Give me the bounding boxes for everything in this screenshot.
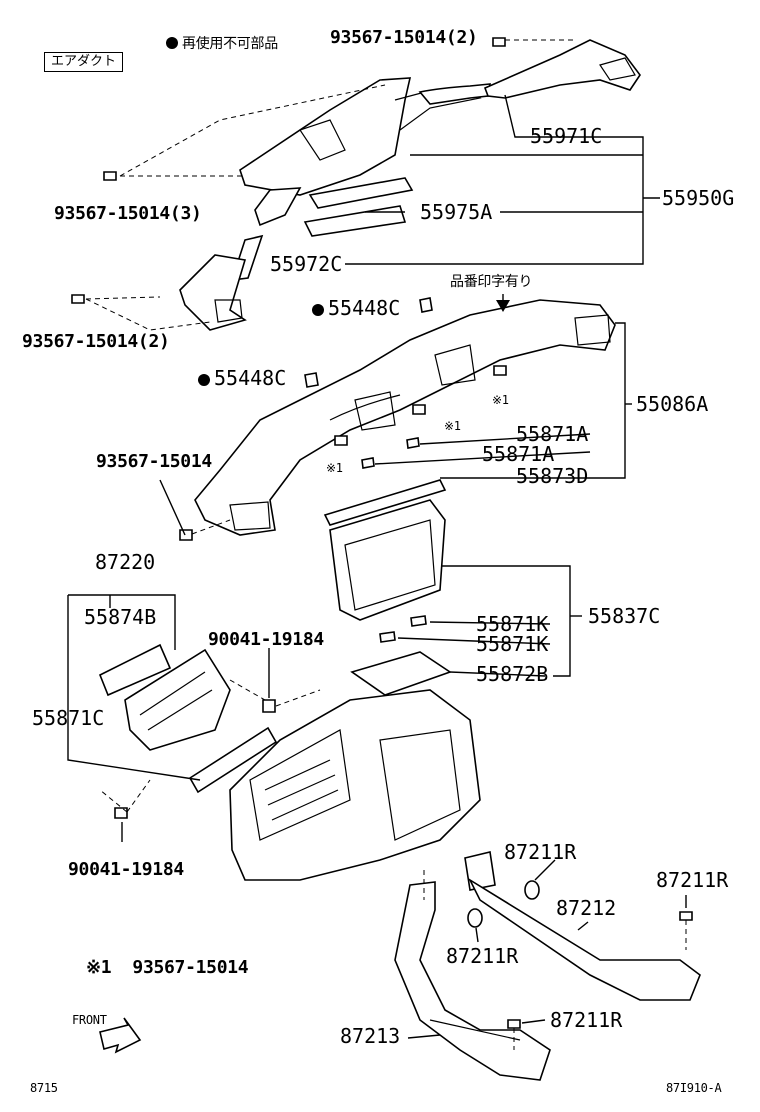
part-87213[interactable]: 87213: [340, 1024, 401, 1048]
part-87211R-a[interactable]: 87211R: [504, 840, 577, 864]
part-90041-19184-a[interactable]: 90041-19184: [208, 629, 324, 650]
part-55872B[interactable]: 55872B: [476, 662, 549, 686]
part-93567-15014-2-top[interactable]: 93567-15014(2): [330, 27, 478, 48]
note-x1-b: ※1: [444, 419, 461, 433]
part-55873D[interactable]: 55873D: [516, 464, 589, 488]
front-arrow-icon: [99, 1017, 142, 1054]
part-55971C[interactable]: 55971C: [530, 124, 603, 148]
part-55871C[interactable]: 55871C: [32, 706, 105, 730]
non-reusable-dot-icon: [166, 37, 178, 49]
part-55448C-b[interactable]: 55448C: [198, 368, 286, 388]
center-duct: [194, 299, 616, 536]
part-55871K-b[interactable]: 55871K: [476, 632, 549, 656]
footnote: ※1 93567-15014: [86, 957, 249, 978]
part-90041-19184-b[interactable]: 90041-19184: [68, 859, 184, 880]
non-reusable-dot-icon: [312, 304, 324, 316]
note-x1-c: ※1: [326, 461, 343, 475]
part-55975A[interactable]: 55975A: [420, 200, 493, 224]
note-x1-a: ※1: [492, 393, 509, 407]
part-55950G[interactable]: 55950G: [662, 186, 735, 210]
page-code: 8715: [30, 1081, 58, 1095]
part-55086A[interactable]: 55086A: [636, 392, 709, 416]
non-reusable-dot-icon: [198, 374, 210, 386]
footnote-part: 93567-15014: [132, 957, 249, 978]
part-55871K-a[interactable]: 55871K: [476, 612, 549, 636]
part-55837C[interactable]: 55837C: [588, 604, 661, 628]
part-55874B[interactable]: 55874B: [84, 605, 157, 629]
figure-id: 87I910-A: [666, 1081, 722, 1095]
lower-ducts: [394, 851, 701, 1081]
non-reusable-note: 再使用不可部品: [182, 36, 278, 52]
rear-duct-assembly: [179, 39, 641, 331]
heater-unit: [98, 479, 481, 881]
part-87220[interactable]: 87220: [95, 550, 156, 574]
part-87211R-b[interactable]: 87211R: [656, 868, 729, 892]
part-87211R-d[interactable]: 87211R: [550, 1008, 623, 1032]
part-55871A-a[interactable]: 55871A: [516, 422, 589, 446]
small-parts: [304, 297, 693, 1029]
part-87212[interactable]: 87212: [556, 896, 617, 920]
category-label: エアダクト: [44, 52, 124, 72]
part-93567-15014-2-left[interactable]: 93567-15014(2): [22, 331, 170, 352]
part-55448C-a[interactable]: 55448C: [312, 298, 400, 318]
stamp-note: 品番印字有り: [450, 274, 533, 290]
part-87211R-c[interactable]: 87211R: [446, 944, 519, 968]
front-label: FRONT: [72, 1013, 107, 1027]
footnote-mark: ※1: [86, 957, 112, 978]
part-93567-15014-3[interactable]: 93567-15014(3): [54, 203, 202, 224]
dashed-indicators: [85, 39, 687, 1050]
part-55871A-b[interactable]: 55871A: [482, 442, 555, 466]
leader-lines: [67, 94, 687, 1039]
part-55972C[interactable]: 55972C: [270, 252, 343, 276]
non-reusable-legend: 再使用不可部品: [166, 34, 278, 54]
fasteners: [71, 37, 507, 819]
part-93567-15014[interactable]: 93567-15014: [96, 451, 212, 472]
